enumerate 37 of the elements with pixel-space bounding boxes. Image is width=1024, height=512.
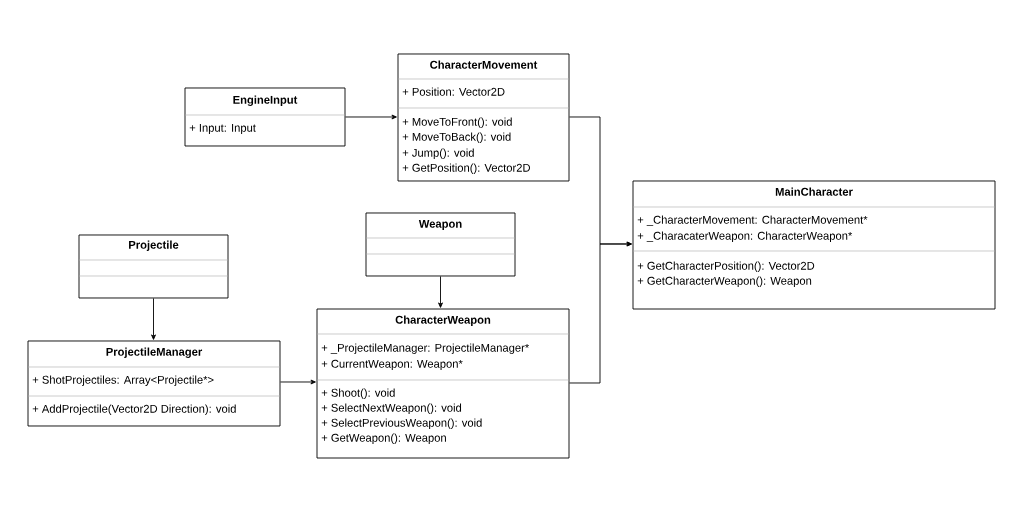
method-text: + GetCharacterWeapon(): Weapon	[637, 276, 812, 287]
method-text: + Jump(): void	[402, 148, 474, 159]
arrow	[569, 241, 632, 384]
arrow	[438, 276, 443, 308]
class-box	[365, 212, 516, 277]
attribute-text: + _CharacaterWeapon: CharacterWeapon*	[637, 231, 853, 242]
attribute-text: + Input: Input	[189, 123, 256, 134]
attribute-text: + ShotProjectiles: Array<Projectile*>	[32, 375, 214, 386]
arrow	[151, 298, 156, 340]
method-text: + AddProjectile(Vector2D Direction): void	[32, 404, 236, 415]
arrow	[280, 379, 316, 385]
method-text: + Shoot(): void	[321, 388, 395, 399]
class-box	[78, 234, 229, 299]
class-name: MainCharacter	[775, 187, 853, 196]
class-name: CharacterMovement	[430, 60, 538, 69]
class-name: CharacterWeapon	[395, 315, 491, 326]
class-name: EngineInput	[233, 95, 298, 106]
method-text: + GetCharacterPosition(): Vector2D	[637, 261, 815, 272]
method-text: + SelectPreviousWeapon(): void	[321, 418, 482, 429]
class-box	[397, 53, 570, 182]
arrow	[345, 114, 397, 120]
class-box	[632, 180, 996, 310]
class-box	[27, 340, 281, 427]
class-name: Weapon	[418, 219, 462, 230]
class-box	[316, 308, 570, 459]
class-box	[184, 87, 346, 147]
class-name: ProjectileManager	[106, 347, 203, 358]
method-text: + GetWeapon(): Weapon	[321, 433, 446, 444]
attribute-text: + _ProjectileManager: ProjectileManager*	[321, 343, 530, 354]
method-text: + MoveToFront(): void	[402, 117, 512, 128]
method-text: + MoveToBack(): void	[402, 132, 511, 143]
attribute-text: + Position: Vector2D	[402, 87, 505, 96]
class-name: Projectile	[129, 240, 179, 251]
attribute-text: + _CharacterMovement: CharacterMovement*	[637, 215, 868, 226]
attribute-text: + CurrentWeapon: Weapon*	[321, 359, 463, 370]
method-text: + SelectNextWeapon(): void	[321, 403, 462, 414]
method-text: + GetPosition(): Vector2D	[402, 163, 530, 174]
